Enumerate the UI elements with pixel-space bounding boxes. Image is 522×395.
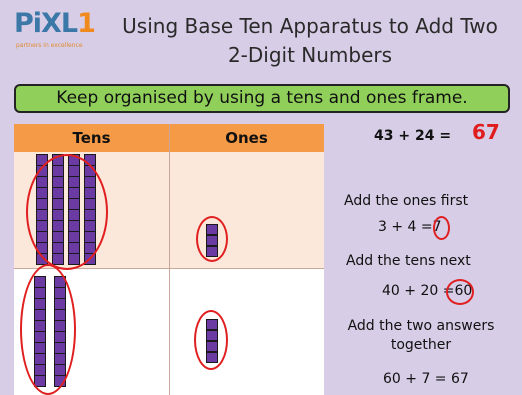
ones-header: Ones [225, 129, 268, 147]
logo-wordmark: PiXL1 [14, 8, 96, 39]
step-ones-label: Add the ones first [344, 193, 469, 209]
step-combine-line-1: Add the two answers [347, 318, 495, 334]
ones-equation-left: 3 + 4 = [378, 219, 433, 235]
ones-result-circle [433, 216, 450, 240]
tens-result-circle [446, 279, 474, 305]
tens-equation-left: 40 + 20 = [382, 283, 455, 299]
tens-group-circle [26, 154, 108, 270]
step-tens-label: Add the tens next [346, 253, 471, 269]
logo-text: PiXL [14, 8, 78, 39]
slide-title: Using Base Ten Apparatus to Add Two 2-Di… [110, 12, 510, 70]
tip-banner: Keep organised by using a tens and ones … [14, 84, 510, 113]
pixl-logo: PiXL1 partners in excellence [14, 8, 96, 52]
tens-group-circle [20, 264, 76, 395]
problem-equation: 43 + 24 = [374, 128, 452, 144]
logo-tagline: partners in excellence [16, 42, 83, 49]
problem-answer: 67 [472, 120, 500, 144]
title-line-1: Using Base Ten Apparatus to Add Two [122, 14, 498, 38]
tens-header: Tens [72, 129, 111, 147]
final-equation: 60 + 7 = 67 [383, 371, 469, 387]
row-divider [14, 268, 324, 269]
logo-one: 1 [77, 8, 96, 39]
column-divider [169, 124, 170, 395]
tens-ones-frame: Tens Ones [14, 124, 324, 395]
ones-group-circle [196, 216, 228, 262]
ones-group-circle [194, 310, 228, 370]
title-line-2: 2-Digit Numbers [227, 43, 393, 67]
step-combine-line-2: together [390, 337, 452, 353]
